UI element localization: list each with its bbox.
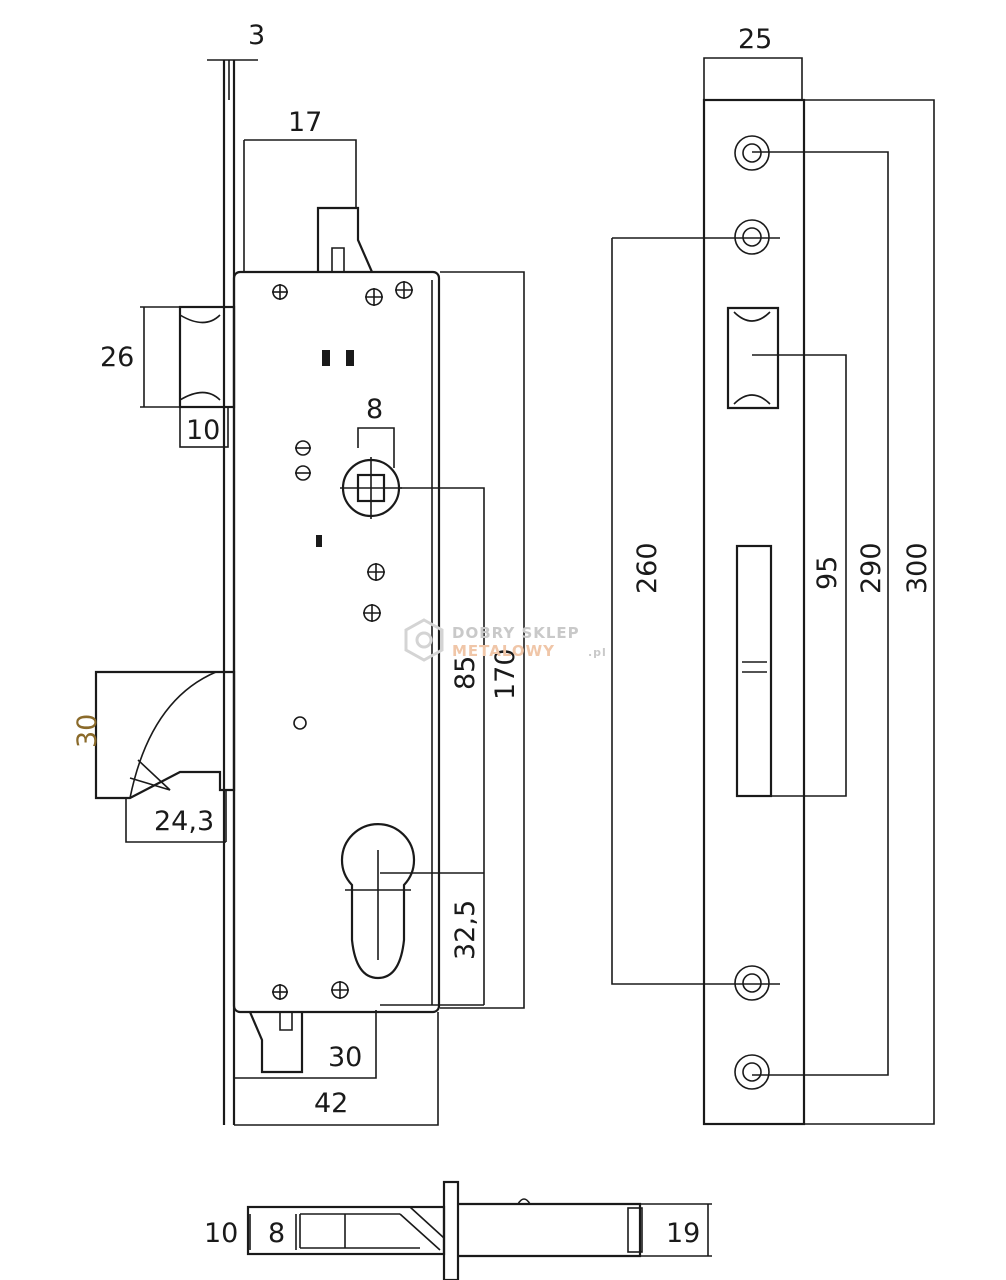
- lock-bottom-section-view: [246, 1180, 712, 1280]
- dim-17-line: [243, 139, 357, 272]
- faceplate-latch-hole: [726, 306, 780, 410]
- dim-95-line: [740, 354, 847, 797]
- dim-170: 170: [490, 648, 521, 700]
- dim-17: 17: [288, 107, 322, 138]
- lock-body-front-view: [94, 59, 525, 1126]
- dim-8-bot-line: [249, 1214, 297, 1250]
- top-bolt: [316, 206, 374, 273]
- dim-8-bot: 8: [268, 1218, 285, 1249]
- watermark-suffix: .pl: [588, 646, 607, 659]
- dim-25: 25: [738, 24, 772, 55]
- dim-26: 26: [100, 342, 134, 373]
- bottom-bolt: [248, 1011, 304, 1074]
- dead-bolt: [94, 670, 236, 800]
- dim-85: 85: [450, 656, 481, 690]
- dim-8-top: 8: [366, 394, 383, 425]
- dim-300-line: [804, 99, 935, 1125]
- dim-290-line: [752, 151, 889, 1076]
- watermark-line2: METALOWY: [452, 642, 555, 660]
- dim-24-3-line: [125, 790, 227, 843]
- dim-3: 3: [248, 20, 265, 51]
- watermark-logo: DOBRY SKLEP METALOWY .pl: [404, 618, 607, 662]
- dim-10-bot: 10: [204, 1218, 238, 1249]
- watermark-line1: DOBRY SKLEP: [452, 624, 580, 642]
- dim-260: 260: [632, 542, 663, 594]
- dim-10-top: 10: [186, 415, 220, 446]
- dim-10-box: [179, 406, 229, 448]
- dim-19: 19: [666, 1218, 700, 1249]
- faceplate-deadbolt-slot: [735, 544, 773, 798]
- cylinder-cutout: [340, 823, 416, 980]
- dim-42-line: [234, 1012, 439, 1126]
- dim-30-bottom-line: [234, 1010, 377, 1079]
- dim-42: 42: [314, 1088, 348, 1119]
- lock-case: [232, 270, 441, 1014]
- dim-26-line: [140, 306, 180, 408]
- dim-95: 95: [812, 556, 843, 590]
- dim-290: 290: [856, 542, 887, 594]
- section-faceplate: [442, 1180, 460, 1280]
- faceplate-screw-holes: [734, 135, 770, 1090]
- dim-19-line: [640, 1203, 712, 1257]
- dim-24-3: 24,3: [154, 806, 214, 837]
- faceplate-side-view: [611, 57, 935, 1126]
- watermark-hexagon-icon: [404, 618, 444, 662]
- dim-8-line: [357, 427, 395, 468]
- dim-30-left: 30: [72, 714, 103, 748]
- dim-32-5: 32,5: [450, 900, 481, 960]
- handle-follower-square: [340, 457, 402, 519]
- dim-30-bottom: 30: [328, 1042, 362, 1073]
- dim-260-line: [611, 237, 780, 985]
- dim-25-line: [703, 57, 803, 100]
- case-screws: [272, 281, 413, 1000]
- dim-300: 300: [902, 542, 933, 594]
- dim-85-170-line: [400, 271, 525, 1009]
- section-case: [458, 1202, 642, 1258]
- faceplate-strip: [702, 98, 806, 1126]
